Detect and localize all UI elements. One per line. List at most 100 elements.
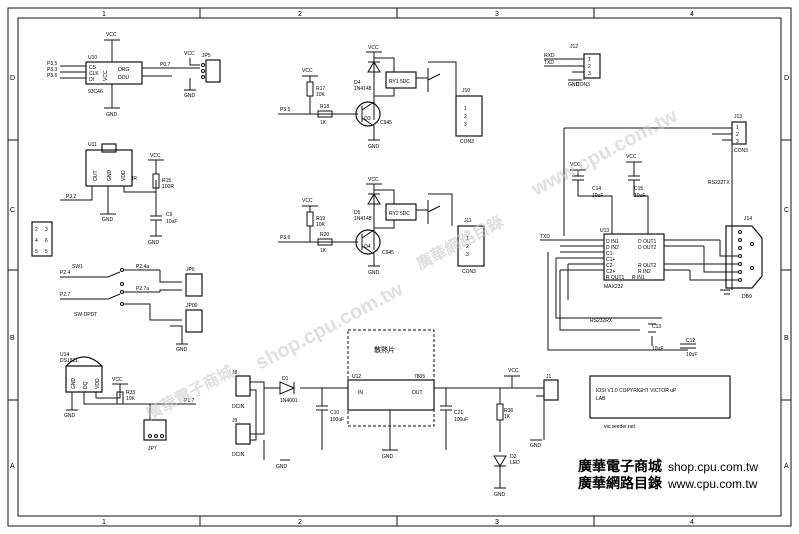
j14-ref: J14 (744, 216, 752, 222)
j12-pin1: 1 (588, 57, 591, 63)
power-out: OUT (412, 390, 423, 396)
u13-pin-dout1: D OUT1 (638, 239, 657, 245)
relay1-gnd: GND (368, 144, 380, 150)
col-label-2b: 2 (298, 519, 302, 526)
power-d2-part: LED (510, 460, 520, 466)
relay2-conn-ref: J11 (464, 218, 472, 224)
relay2-pin3: 3 (466, 252, 469, 258)
j12-pin2: 2 (588, 64, 591, 70)
power-u12: U12 (352, 374, 361, 380)
relay2-gnd: GND (368, 270, 380, 276)
power-c10-val: 100uF (330, 417, 344, 423)
relay1-coil: RY1 5DC (389, 79, 410, 85)
jb-6: 5 (45, 249, 48, 255)
u10-pin-dou: DOU (118, 75, 130, 81)
relay2-r19-vcc: VCC (302, 198, 313, 204)
u13-pin-din1: D IN1 (606, 239, 619, 245)
u11-ref: U11 (88, 142, 97, 148)
u13-pin-c2m: C2- (606, 263, 614, 269)
u11-gnd: GND (102, 217, 114, 223)
u10-part: 93C46 (88, 89, 103, 95)
u10-pin-di: DI (89, 77, 94, 83)
sw1-net-p24a: P2.4a (136, 264, 149, 270)
col-label-2: 2 (298, 11, 302, 18)
sw1-net-p27: P2.7 (60, 292, 71, 298)
grid-ticks (8, 8, 791, 526)
row-label-b-r: B (784, 335, 789, 342)
u14-r33-val: 10K (126, 396, 136, 402)
u14-pin-dq: DQ (83, 381, 89, 389)
power-in: IN (358, 390, 363, 396)
j12-pin3: 3 (588, 71, 591, 77)
power-vcc: VCC (508, 368, 519, 374)
power-u12-gnd: GND (382, 454, 394, 460)
sw1-part: SW-DPDT (74, 312, 97, 318)
relay2-d-part: 1N4148 (354, 216, 372, 222)
title-line3: vic.seeder.net (604, 424, 635, 430)
relay2-d: D5 (354, 210, 361, 216)
jp5-gnd: GND (184, 93, 196, 99)
j14-part: DB9 (742, 294, 752, 300)
power-c10: C10 (330, 410, 339, 416)
u10-ref: U10 (88, 55, 97, 61)
relay1-net-p35: P3.5 (280, 107, 291, 113)
jp00-gnd: GND (176, 347, 188, 353)
j12-conn: CON3 (576, 82, 590, 88)
watermark-cn2: 廣華網路目錄 (413, 212, 507, 274)
power-r36-val: 1K (504, 414, 511, 420)
relay1-circuit: VCC D4 1N4148 RY1 5DC VCC R17 10K P3.5 R… (278, 45, 483, 150)
power-d1-part: 1N4001 (280, 398, 298, 404)
relay1-d: D4 (354, 80, 361, 86)
u14-pin-vdd: VDD (95, 378, 101, 389)
jb-2: 3 (45, 227, 48, 233)
relay1-conn-label: CON3 (460, 139, 474, 145)
relay1-r18: R18 (320, 104, 329, 110)
u13-max232: U13 MAX232 D IN1 D IN2 C1- C1+ C2- C2+ R… (540, 154, 730, 358)
power-c21-val: 100uF (454, 417, 468, 423)
j13-header: J13 1 2 3 CON3 (563, 114, 748, 290)
relay1-q-part: C945 (380, 120, 392, 126)
row-label-a: A (10, 463, 15, 470)
brand-line2-url: www.cpu.com.tw (667, 477, 758, 491)
sw1-net-p27a: P2.7a (136, 286, 149, 292)
u10-net-p07: P0.7 (160, 62, 171, 68)
u11-r15-val: 100R (162, 184, 174, 190)
title-line2: LAB (596, 396, 606, 402)
u13-pin-dout2: D OUT2 (638, 245, 657, 251)
u13-c14: C14 (592, 186, 601, 192)
u13-pin-c2p: C2+ (606, 269, 615, 275)
jumper-block: 2 3 4 6 5 5 (31, 221, 53, 257)
u13-c14-vcc: VCC (570, 162, 581, 168)
j14-db9: J14 DB9 (689, 216, 763, 300)
col-label-1: 1 (102, 11, 106, 18)
power-d2: D2 (510, 454, 517, 460)
jb-1: 2 (35, 227, 38, 233)
relay2-r20: R20 (320, 232, 329, 238)
inner-frame (17, 17, 782, 517)
u13-c15-val: 10uF (634, 193, 645, 199)
watermark-cn1: 廣華電子商城 (143, 362, 237, 424)
power-j1-gnd: GND (530, 443, 542, 449)
power-j8-dcin: DCIN (232, 404, 245, 410)
grid-labels: 1 2 3 4 1 2 3 4 D C B A D C B A (10, 11, 789, 526)
power-supply: 散熱片 U12 7805 IN OUT D1 1N4001 GND C10 10… (232, 329, 559, 498)
row-label-d-r: D (784, 75, 789, 82)
col-label-4b: 4 (690, 519, 694, 526)
row-label-d: D (10, 75, 15, 82)
jp6-ref: JP6 (186, 267, 195, 273)
u11-pin-vdd: VDD (121, 170, 127, 181)
u13-c15: C15 (634, 186, 643, 192)
u13-c12: C12 (686, 338, 695, 344)
u13-pin-rout2: R OUT2 (638, 263, 657, 269)
col-label-3b: 3 (495, 519, 499, 526)
relay2-pin2: 2 (466, 244, 469, 250)
relay2-pin1: 1 (466, 236, 469, 242)
relay2-coil: RY2 5DC (389, 211, 410, 217)
title-line1: IOSI V1.0 COPYRIGHT VICTOR uP (596, 388, 677, 394)
u10-eeprom: U10 93C46 CS CLK DI VCC ORG DOU P3.5 P3.… (47, 32, 172, 118)
sw1-switch: SW1 SW-DPDT P2.4 P2.7 P2.4a P2.7a JP6 JP… (60, 264, 203, 353)
watermark-site-www: www.cpu.com.tw (527, 105, 681, 201)
brand-line1-cn: 廣華電子商城 (578, 458, 662, 475)
j12-rxd: RXD (544, 53, 555, 59)
